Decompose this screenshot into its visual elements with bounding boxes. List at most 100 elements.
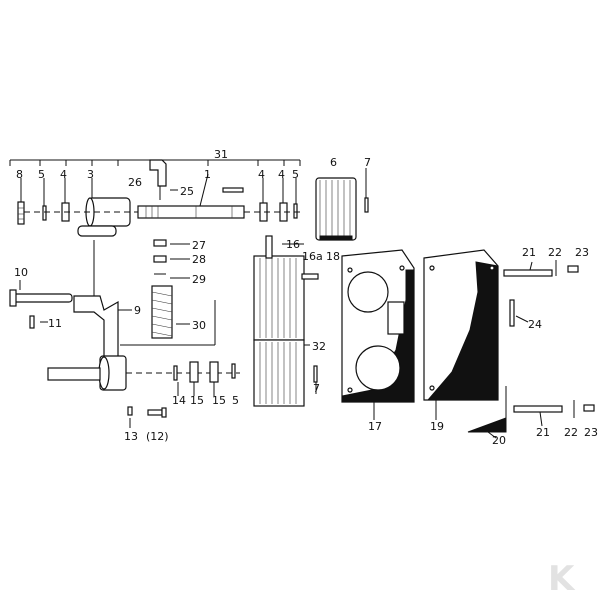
part-7-screw-lower: [313, 365, 318, 383]
part-5-washer-left: [42, 205, 47, 221]
part-16-belt-upper-shape: [253, 255, 305, 341]
part-19-housing-shape: [429, 265, 435, 271]
label-6: 6: [330, 156, 337, 169]
label-7a: 7: [364, 156, 371, 169]
part-9-bracket-shape: [47, 367, 101, 381]
label-30: 30: [192, 319, 206, 332]
part-23-screw-bottom: [583, 404, 595, 412]
watermark-logo: K: [548, 559, 576, 599]
part-13-plug: [127, 406, 133, 416]
part-30-spring-shape: [151, 307, 173, 313]
part-20-wedge: [467, 417, 507, 433]
label-19: 19: [430, 420, 444, 433]
leader-lines-shape: [539, 411, 543, 427]
part-6-pulley: [315, 177, 357, 241]
part-14-washer: [173, 365, 178, 381]
label-29: 29: [192, 273, 206, 286]
label-26: 26: [128, 176, 142, 189]
middle-components: [120, 239, 216, 346]
part-19-housing-shape: [429, 385, 435, 391]
label-21a: 21: [522, 246, 536, 259]
part-16-belt-upper: [253, 235, 305, 341]
label-22a: 22: [548, 246, 562, 259]
part-30-spring-shape: [151, 315, 173, 321]
part-26-key: [149, 159, 167, 187]
label-24: 24: [528, 318, 542, 331]
label-15b: 15: [212, 394, 226, 407]
part-19-housing-shape: [489, 265, 495, 271]
part-1-shaft: [137, 205, 245, 219]
part-5-washer-right: [293, 203, 298, 219]
part-17-housing-shape: [347, 387, 353, 393]
label-4a: 4: [60, 168, 67, 181]
part-17-housing-shape: [387, 301, 405, 335]
part-30-spring-shape: [151, 299, 173, 305]
leader-lines: [19, 168, 543, 439]
leader-lines-shape: [487, 431, 497, 439]
label-4b: 4: [258, 168, 265, 181]
label-23a: 23: [575, 246, 589, 259]
label-11: 11: [48, 317, 62, 330]
label-1: 1: [204, 168, 211, 181]
part-8-bolt-shape: [17, 201, 25, 225]
label-32: 32: [312, 340, 326, 353]
label-5c: 5: [232, 394, 239, 407]
part-17-housing-shape: [355, 345, 401, 391]
part-30-spring-shape: [151, 331, 173, 337]
part-17-housing-shape: [347, 271, 389, 313]
label-31: 31: [214, 148, 228, 161]
label-25: 25: [180, 185, 194, 198]
part-30-spring-shape: [151, 323, 173, 329]
label-17: 17: [368, 420, 382, 433]
label-8: 8: [16, 168, 23, 181]
label-9: 9: [134, 304, 141, 317]
part-7-screw-top: [364, 197, 369, 213]
part-21-rod-top: [503, 269, 553, 277]
label-16a: 16a: [302, 250, 323, 263]
part-5-washer-lower: [231, 363, 236, 379]
part-32-belt-lower-shape: [253, 339, 305, 407]
part-9-bracket-shape: [73, 295, 119, 361]
part-9-bracket: [47, 240, 240, 391]
part-27-nut: [153, 239, 167, 247]
label-14: 14: [172, 394, 186, 407]
part-32-belt-lower: [253, 339, 305, 407]
part-6-pulley-shape: [319, 235, 353, 241]
part-19-housing-shape: [426, 261, 499, 401]
part-17-housing: [341, 249, 415, 403]
part-10-pin-shape: [9, 289, 17, 307]
leader-lines-shape: [199, 173, 209, 207]
label-23b: 23: [584, 426, 598, 439]
part-19-housing: [423, 249, 499, 401]
shaft-assembly: [17, 159, 369, 241]
part-number-labels: 8 5 4 3 1 4 4 5 31 6 7 26 25 27 28 29 30…: [14, 148, 598, 447]
part-18-screw: [301, 273, 319, 280]
part-10-pin-shape: [11, 293, 73, 303]
part-8-bolt: [17, 201, 25, 225]
label-12: (12): [146, 430, 169, 443]
part-1-shaft-shape: [137, 205, 245, 219]
label-5a: 5: [38, 168, 45, 181]
part-10-pin: [9, 289, 73, 307]
label-20: 20: [492, 434, 506, 447]
part-2-pin: [222, 187, 244, 193]
label-13: 13: [124, 430, 138, 443]
label-7b: 7: [313, 382, 320, 395]
label-21b: 21: [536, 426, 550, 439]
label-10: 10: [14, 266, 28, 279]
label-3: 3: [87, 168, 94, 181]
part-11-screw: [29, 315, 35, 329]
label-22b: 22: [564, 426, 578, 439]
label-15a: 15: [190, 394, 204, 407]
label-16: 16: [286, 238, 300, 251]
leader-lines-shape: [515, 315, 529, 323]
part-28-ring: [153, 255, 167, 263]
label-18: 18: [326, 250, 340, 263]
part-15-bushing-a: [189, 361, 199, 383]
leader-lines-shape: [529, 261, 533, 271]
part-16-belt-upper-shape: [265, 235, 273, 259]
part-12-bolt: [147, 407, 167, 418]
part-30-spring-shape: [151, 291, 173, 297]
part-12-bolt-shape: [147, 409, 163, 416]
